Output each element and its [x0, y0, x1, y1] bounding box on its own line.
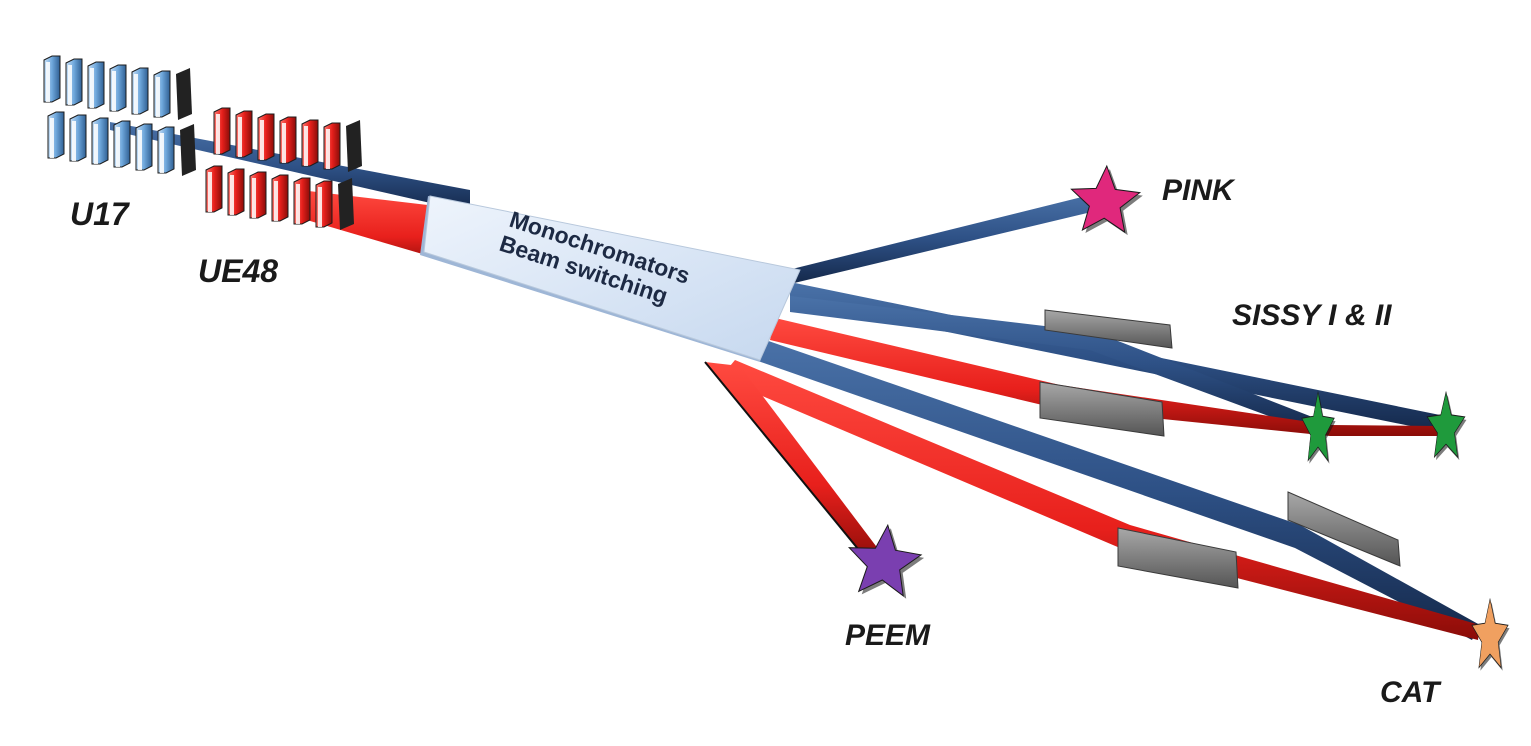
beam-to-sissy-1-blue: [790, 296, 1320, 432]
sissy-label: SISSY I & II: [1232, 299, 1392, 332]
monochromator-box: Monochromators Beam switching: [420, 195, 801, 362]
ue48-magnet-block-bottom-highlight: [252, 178, 256, 218]
star-sissy2-shape: [1426, 390, 1466, 459]
sissy-2-star-icon: [1426, 390, 1467, 461]
u17-magnet-block-bottom-highlight: [138, 130, 142, 170]
mirrors: [1039, 309, 1401, 589]
ue48-magnet-block-top-end-cap: [346, 120, 362, 172]
mirror-cat-upper: [1287, 491, 1401, 567]
beam-to-peem: [705, 362, 885, 566]
peem-label: PEEM: [845, 619, 931, 652]
ue48-magnet-block-top-highlight: [282, 123, 286, 163]
ue48-magnet-block-top-highlight: [326, 129, 330, 169]
ue48-magnet-block-top-highlight: [260, 120, 264, 160]
u17-magnet-block-bottom-highlight: [94, 124, 98, 164]
u17-magnet-block-top-highlight: [134, 74, 138, 114]
star-sissy1-shape: [1301, 390, 1335, 462]
u17-magnet-block-top-highlight: [156, 77, 160, 117]
u17-magnet-block-top-end-cap: [176, 68, 192, 120]
u17-undulator: [43, 55, 196, 176]
u17-label: U17: [70, 196, 131, 232]
ue48-magnet-block-bottom-highlight: [318, 187, 322, 227]
u17-magnet-block-bottom-highlight: [50, 118, 54, 158]
ue48-label: UE48: [198, 253, 278, 289]
u17-magnet-block-bottom-highlight: [116, 127, 120, 167]
star-pink-shape: [1070, 164, 1142, 234]
pink-label: PINK: [1162, 174, 1236, 207]
u17-magnet-block-bottom-highlight: [72, 121, 76, 161]
beams: [110, 122, 1480, 640]
ue48-undulator: [205, 107, 362, 230]
ue48-magnet-block-bottom-highlight: [296, 184, 300, 224]
u17-magnet-block-bottom-highlight: [160, 133, 164, 173]
pink-star-icon: [1070, 164, 1143, 236]
mirror-sissy-upper: [1044, 309, 1173, 349]
ue48-magnet-block-bottom-end-cap: [338, 178, 354, 230]
cat-star-icon: [1471, 597, 1510, 671]
ue48-magnet-block-top-highlight: [304, 126, 308, 166]
beam-to-cat-blue: [755, 338, 1480, 640]
beam-to-pink: [780, 193, 1104, 284]
ue48-magnet-block-bottom-highlight: [274, 181, 278, 221]
ue48-magnet-block-bottom-highlight: [208, 172, 212, 212]
u17-magnet-block-top-highlight: [68, 65, 72, 105]
star-cat-shape: [1471, 597, 1509, 669]
sissy-1-star-icon: [1301, 390, 1336, 464]
mirror-sissy-lower: [1039, 381, 1165, 437]
ue48-magnet-block-top-highlight: [238, 117, 242, 157]
u17-beam: [110, 122, 470, 212]
u17-magnet-block-top-highlight: [46, 62, 50, 102]
beam-to-cat-red: [720, 360, 1480, 640]
ue48-magnet-block-top-highlight: [216, 114, 220, 154]
mirror-cat-lower: [1117, 527, 1239, 589]
peem-star-icon: [848, 523, 925, 599]
u17-magnet-block-top-highlight: [90, 68, 94, 108]
cat-label: CAT: [1380, 676, 1442, 709]
star-peem-shape: [848, 523, 923, 597]
u17-magnet-block-bottom-end-cap: [180, 124, 196, 176]
ue48-magnet-block-bottom-highlight: [230, 175, 234, 215]
u17-magnet-block-top-highlight: [112, 71, 116, 111]
